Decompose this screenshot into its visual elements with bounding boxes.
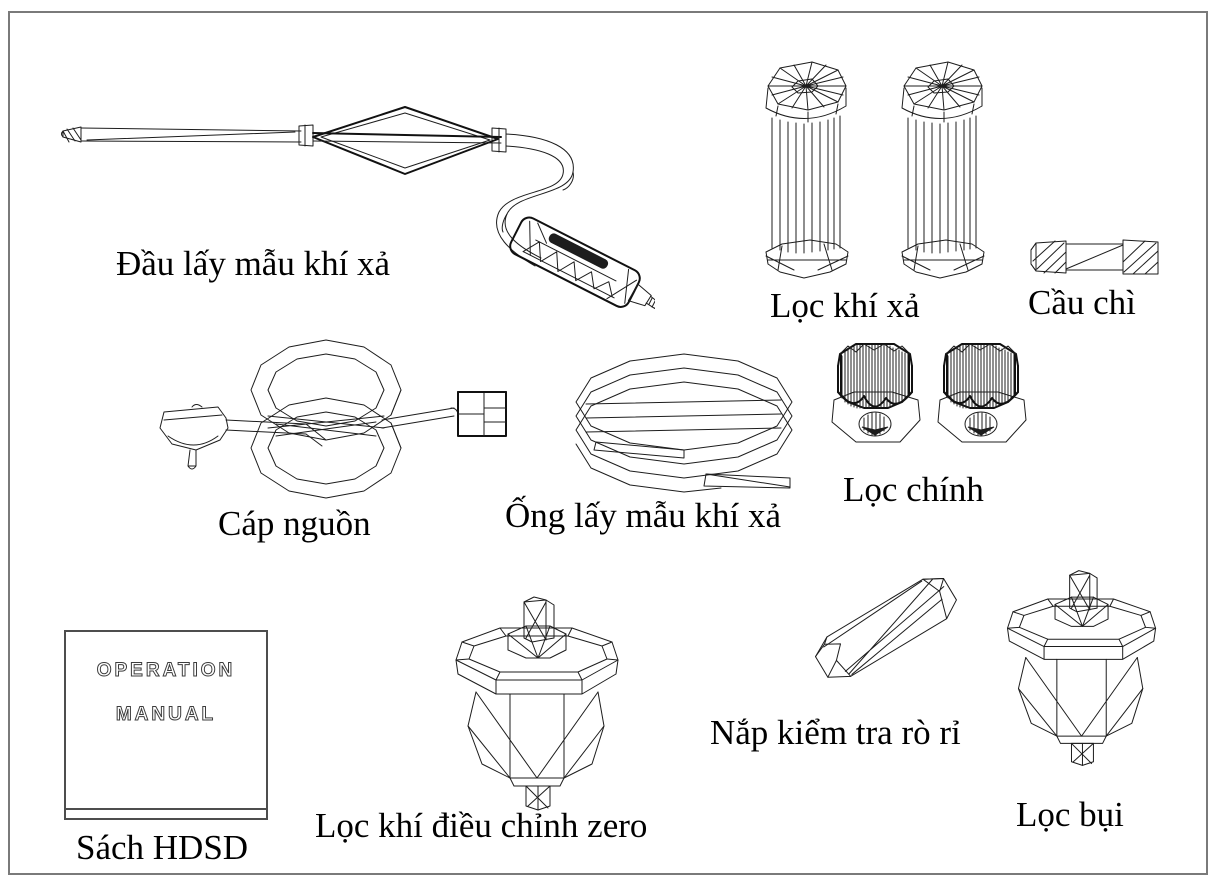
fuse-illustration bbox=[1028, 233, 1165, 281]
power-cable-illustration bbox=[146, 328, 511, 510]
fuse-label: Cầu chì bbox=[1028, 283, 1136, 322]
sample-tube-illustration bbox=[556, 346, 816, 501]
dust-filter-illustration bbox=[1002, 558, 1162, 778]
main-filter-illustration-2 bbox=[936, 336, 1028, 464]
sample-tube-label: Ống lấy mẫu khí xả bbox=[505, 496, 782, 535]
manual-cover-edge-line bbox=[64, 808, 268, 810]
zero-filter-label: Lọc khí điều chỉnh zero bbox=[315, 806, 648, 845]
leak-cap-label: Nắp kiểm tra rò rỉ bbox=[710, 713, 961, 752]
exhaust-filter-illustration-2 bbox=[888, 60, 992, 288]
exhaust-filter-label: Lọc khí xả bbox=[770, 286, 920, 325]
manual-cover-title-line2: MANUAL bbox=[115, 704, 217, 726]
manual-label: Sách HDSD bbox=[76, 828, 249, 867]
zero-filter-illustration bbox=[450, 596, 625, 811]
main-filter-illustration-1 bbox=[830, 336, 922, 464]
dust-filter-label: Lọc bụi bbox=[1016, 795, 1124, 834]
probe-label: Đầu lấy mẫu khí xả bbox=[116, 244, 391, 283]
leak-cap-illustration bbox=[802, 558, 972, 703]
main-filter-label: Lọc chính bbox=[843, 470, 984, 509]
exhaust-filter-illustration-1 bbox=[752, 60, 856, 288]
power-cable-label: Cáp nguồn bbox=[218, 504, 371, 543]
manual-book: OPERATION MANUAL bbox=[64, 630, 268, 820]
manual-cover-title-line1: OPERATION bbox=[96, 660, 236, 682]
probe-illustration bbox=[55, 100, 655, 315]
